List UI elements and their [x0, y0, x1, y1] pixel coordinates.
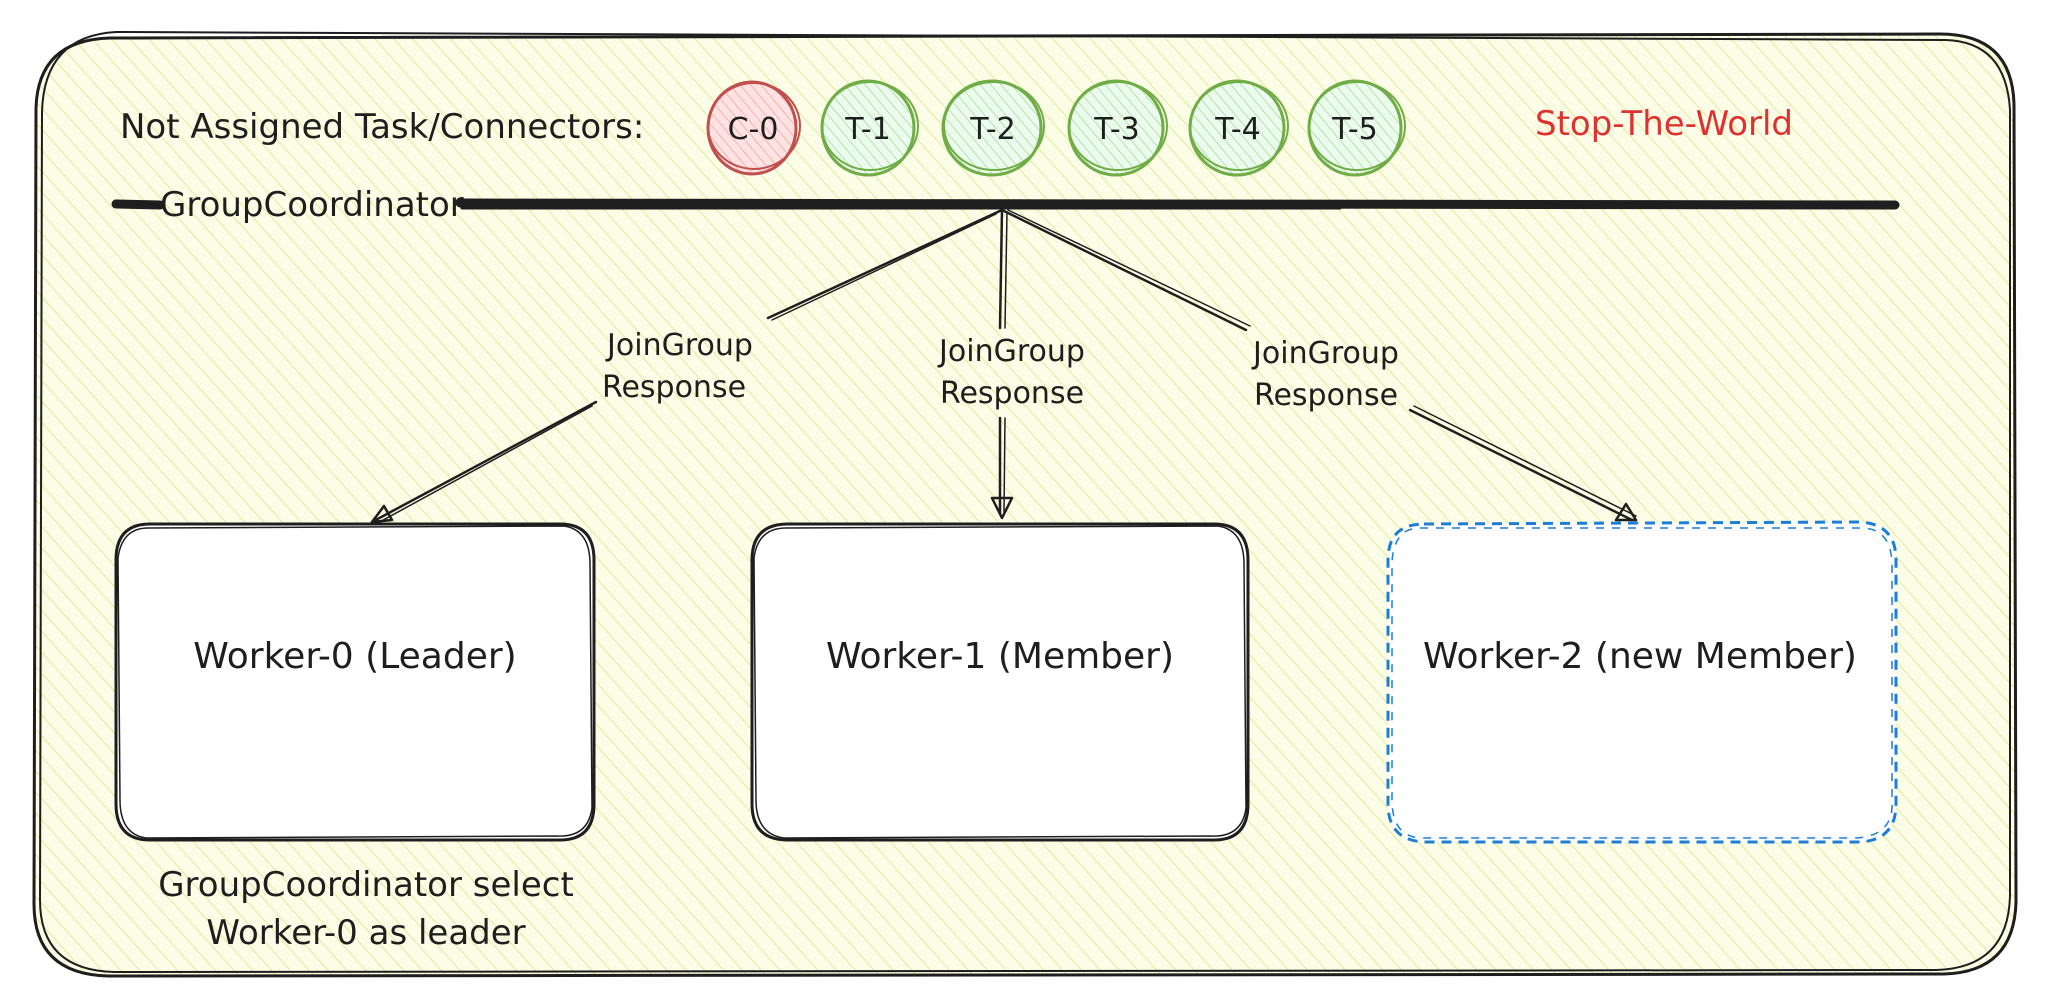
chip-label: T-4: [1214, 112, 1260, 147]
join-group-edges: JoinGroup Response JoinGroup Response Jo…: [370, 208, 1638, 525]
edge-to-worker-2: [1000, 208, 1638, 522]
chip-t-1: T-1: [820, 79, 919, 177]
group-coordinator-bar: GroupCoordinator: [111, 185, 1900, 225]
chip-label: T-3: [1093, 112, 1139, 147]
worker-box-2-new: Worker-2 (new Member): [1386, 520, 1898, 844]
chip-label: T-1: [844, 112, 890, 147]
edge-to-worker-0: [370, 208, 1004, 525]
chip-t-3: T-3: [1067, 79, 1168, 177]
leader-note-line1: GroupCoordinator select: [158, 865, 574, 905]
worker-box-1: Worker-1 (Member): [750, 522, 1250, 842]
worker-label: Worker-0 (Leader): [193, 636, 516, 677]
edge-label-line1: JoinGroup: [937, 334, 1085, 369]
edge-label-line2: Response: [940, 376, 1084, 411]
chip-label: C-0: [728, 112, 779, 147]
chip-label: T-5: [1331, 112, 1377, 147]
edge-label-line2: Response: [602, 370, 746, 405]
edge-label-line1: JoinGroup: [1251, 336, 1399, 371]
chip-t-4: T-4: [1188, 79, 1289, 177]
chip-c-0: C-0: [706, 80, 801, 176]
group-coordinator-label: GroupCoordinator: [160, 185, 464, 225]
chip-t-5: T-5: [1307, 79, 1406, 177]
edge-label-line2: Response: [1254, 378, 1398, 413]
stop-the-world-label: Stop-The-World: [1535, 104, 1793, 144]
edge-to-worker-1: [990, 208, 1014, 520]
worker-box-0: Worker-0 (Leader): [114, 522, 596, 842]
unassigned-heading: Not Assigned Task/Connectors:: [120, 107, 644, 147]
leader-note-line2: Worker-0 as leader: [206, 913, 525, 953]
worker-label: Worker-2 (new Member): [1423, 636, 1857, 677]
edge-label-line1: JoinGroup: [605, 328, 753, 363]
chip-label: T-2: [969, 112, 1015, 147]
chip-t-2: T-2: [941, 79, 1045, 177]
worker-label: Worker-1 (Member): [826, 636, 1174, 677]
unassigned-chips: C-0 T-1 T-2 T-3 T-4 T-5: [706, 79, 1406, 177]
